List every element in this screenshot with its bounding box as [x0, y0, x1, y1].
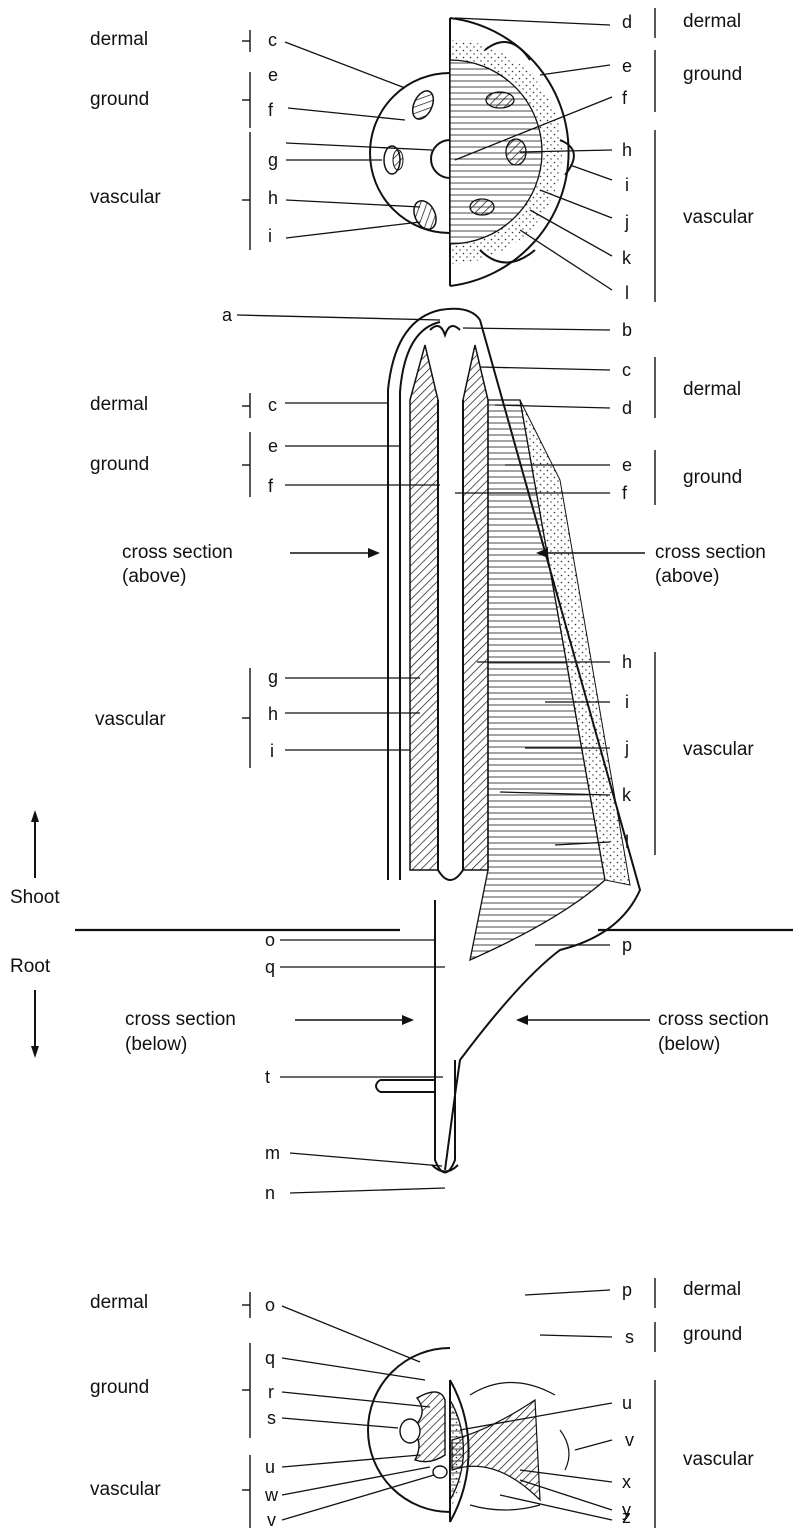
letter-e-top: e — [268, 65, 278, 85]
shoot-arrow — [31, 810, 39, 878]
letter-m: m — [265, 1143, 280, 1163]
cross-section-label-below-left: cross section — [125, 1010, 236, 1030]
vascular-label-mid-right: vascular — [683, 740, 754, 760]
letter-j-top-right: j — [625, 212, 629, 232]
letter-l-top-right: l — [625, 283, 629, 303]
letter-s-bottom-left: s — [267, 1408, 276, 1428]
letter-c-mid: c — [268, 395, 277, 415]
longitudinal-section — [376, 309, 640, 1173]
vascular-label-top-right: vascular — [683, 208, 754, 228]
ground-label-top-left: ground — [90, 90, 149, 110]
letter-i-top-right: i — [625, 175, 629, 195]
dermal-label-mid-left: dermal — [90, 395, 148, 415]
ground-label-top-right: ground — [683, 65, 742, 85]
dermal-label-top-right: dermal — [683, 12, 741, 32]
letter-d-mid-right: d — [622, 398, 632, 418]
ground-label-bottom-left: ground — [90, 1378, 149, 1398]
letter-r-bottom: r — [268, 1382, 274, 1402]
letter-v-bottom-right: v — [625, 1430, 634, 1450]
ground-label-bottom-right: ground — [683, 1325, 742, 1345]
letter-g-top: g — [268, 150, 278, 170]
letter-w-bottom: w — [265, 1485, 278, 1505]
letter-i-mid-right: i — [625, 692, 629, 712]
dermal-label-bottom-right: dermal — [683, 1280, 741, 1300]
vascular-label-top-left: vascular — [90, 188, 161, 208]
vascular-label-bottom-right: vascular — [683, 1450, 754, 1470]
letter-o-mid: o — [265, 930, 275, 950]
dermal-label-bottom-left: dermal — [90, 1293, 148, 1313]
ground-label-mid-right: ground — [683, 468, 742, 488]
cross-section-label-above-right: cross section — [655, 543, 766, 563]
letter-p-bottom: p — [622, 1280, 632, 1300]
letter-h-top: h — [268, 188, 278, 208]
letter-c-mid-right: c — [622, 360, 631, 380]
letter-e-mid: e — [268, 436, 278, 456]
letter-a: a — [222, 305, 232, 325]
dermal-label-mid-right: dermal — [683, 380, 741, 400]
letter-t: t — [265, 1067, 270, 1087]
letter-h-top-right: h — [622, 140, 632, 160]
letter-z-bottom: z — [622, 1507, 631, 1527]
letter-s-bottom-right: s — [625, 1327, 634, 1347]
root-label: Root — [10, 957, 50, 977]
letter-o-bottom: o — [265, 1295, 275, 1315]
letter-c-top: c — [268, 30, 277, 50]
ground-label-mid-left: ground — [90, 455, 149, 475]
letter-f-top: f — [268, 100, 273, 120]
letter-u-bottom-right: u — [622, 1393, 632, 1413]
cross-section-label-above-left: cross section — [122, 543, 233, 563]
above-label-left: (above) — [122, 567, 186, 587]
vascular-label-mid-left: vascular — [95, 710, 166, 730]
letter-l-mid-right: l — [625, 832, 629, 852]
letter-v-bottom-left: v — [267, 1510, 276, 1530]
letter-f-mid: f — [268, 476, 273, 496]
below-label-left: (below) — [125, 1035, 187, 1055]
letter-i-mid: i — [270, 741, 274, 761]
letter-i-top: i — [268, 226, 272, 246]
cross-section-label-below-right: cross section — [658, 1010, 769, 1030]
shoot-label: Shoot — [10, 888, 60, 908]
letter-e-mid-right: e — [622, 455, 632, 475]
dermal-label-top-left: dermal — [90, 30, 148, 50]
letter-e-top-right: e — [622, 56, 632, 76]
letter-h-mid: h — [268, 704, 278, 724]
letter-p-mid: p — [622, 935, 632, 955]
letter-q-bottom: q — [265, 1348, 275, 1368]
letter-g-mid: g — [268, 667, 278, 687]
letter-k-top-right: k — [622, 248, 631, 268]
root-cross-section — [368, 1348, 569, 1522]
above-label-right: (above) — [655, 567, 719, 587]
letter-q-mid: q — [265, 957, 275, 977]
letter-d-top: d — [622, 12, 632, 32]
letter-k-mid-right: k — [622, 785, 631, 805]
below-label-right: (below) — [658, 1035, 720, 1055]
letter-f-top-right: f — [622, 88, 627, 108]
letter-n: n — [265, 1183, 275, 1203]
root-arrow — [31, 990, 39, 1058]
letter-h-mid-right: h — [622, 652, 632, 672]
letter-f-mid-right: f — [622, 483, 627, 503]
letter-b: b — [622, 320, 632, 340]
letter-x-bottom: x — [622, 1472, 631, 1492]
vascular-label-bottom-left: vascular — [90, 1480, 161, 1500]
letter-j-mid-right: j — [625, 738, 629, 758]
letter-u-bottom-left: u — [265, 1457, 275, 1477]
